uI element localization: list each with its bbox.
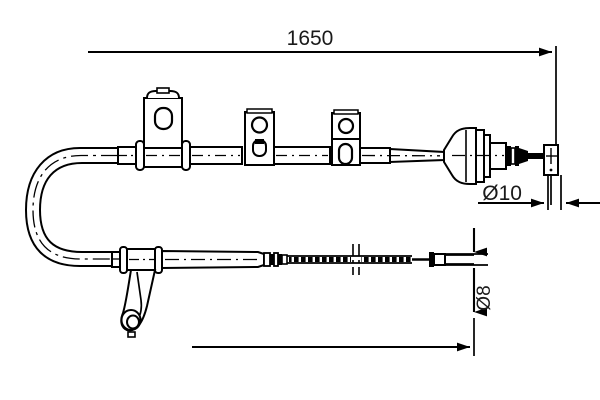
collar-ring-2: [181, 140, 191, 171]
bracket-mid-slot-cap: [255, 139, 264, 144]
collar-flange-right-upper: [181, 140, 191, 171]
bracket-right-top-lip: [333, 109, 359, 115]
bracket-right-hole: [337, 117, 355, 135]
anchor-plate-dot: [549, 168, 553, 172]
nipple-collar: [429, 252, 434, 267]
mount-bracket-tall: [143, 87, 183, 149]
rubber-boot-bellows: [443, 127, 507, 185]
ferrule-stack: [263, 252, 288, 267]
nipple-block: [433, 253, 446, 266]
u-bend-loop: [24, 147, 118, 267]
ferrule-ring-2: [270, 254, 274, 265]
collar-ring-1: [135, 140, 145, 171]
adjuster-sleeve: [161, 249, 265, 270]
dimension-label-overall-length: 1650: [287, 27, 334, 50]
mount-bracket-mid: [244, 108, 275, 166]
u-bend-centerline: [32, 154, 118, 260]
clevis-eye-hole: [126, 314, 140, 330]
u-bend-outer-edge: [24, 147, 118, 267]
fitting-ring-3: [515, 146, 519, 166]
dimension-label-sheath-diameter: Ø10: [482, 182, 522, 205]
bare-cable-strand: [287, 255, 432, 264]
dimension-cable-diameter: Ø8: [445, 228, 495, 317]
fitting-stud: [528, 153, 544, 159]
bracket-mid-hole: [250, 116, 269, 134]
clevis-tail-nub: [127, 331, 136, 338]
upper-sheath-segment-c: [273, 146, 331, 165]
ferrule-ring-4: [278, 254, 282, 265]
lower-cable-run: [111, 244, 474, 338]
break-line-marker: [352, 244, 360, 275]
mount-bracket-right: [331, 109, 361, 166]
bracket-mid-top-lip: [246, 108, 273, 114]
bracket-tall-nub: [156, 87, 170, 94]
end-anchor-plate: [543, 144, 559, 205]
bracket-right-oval: [337, 142, 354, 166]
cable-strand-hatch-b: [361, 257, 412, 262]
clevis-fork-bracket: [120, 269, 157, 338]
dimension-label-cable-diameter: Ø8: [474, 285, 495, 310]
upper-sheath-segment-d: [359, 147, 445, 164]
fitting-taper: [519, 148, 528, 164]
dimension-lower-length: [192, 318, 475, 356]
ferrule-ring-5: [281, 254, 288, 265]
ferrule-ring-1: [263, 252, 271, 267]
fitting-ring-2: [510, 147, 516, 165]
upper-sheath-segment-b: [189, 146, 243, 165]
u-bend-inner-edge: [38, 162, 118, 253]
collar-flange-left-upper: [135, 140, 145, 171]
cable-end-nipple: [429, 252, 474, 267]
threaded-end-fitting: [506, 146, 544, 166]
lower-collar-ring-1: [119, 246, 128, 274]
bracket-tall-hole: [153, 106, 174, 131]
dimension-sheath-diameter: Ø10: [478, 175, 600, 210]
upper-cable-run: [24, 87, 559, 267]
cable-strand-hatch-a: [289, 257, 351, 262]
ferrule-ring-3: [273, 252, 279, 267]
fitting-ring-1: [506, 146, 511, 166]
